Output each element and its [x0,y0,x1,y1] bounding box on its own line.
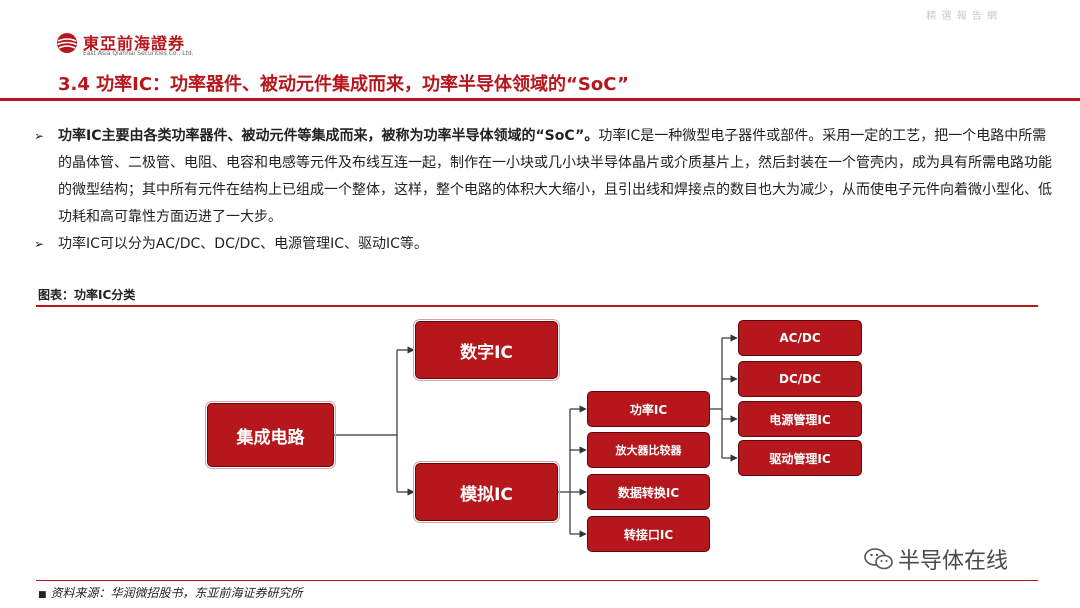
node-dc-dc: DC/DC [738,361,862,397]
node-amplifier-comparator: 放大器比较器 [587,432,710,468]
bullet-arrow-icon: ➢ [34,129,45,143]
bullet-list: ➢ 功率IC主要由各类功率器件、被动元件等集成而来，被称为功率半导体领域的“So… [34,123,1054,258]
watermark-text: 半导体在线 [898,549,1009,574]
bullet-item-1: ➢ 功率IC主要由各类功率器件、被动元件等集成而来，被称为功率半导体领域的“So… [34,123,1054,231]
bullet-arrow-icon: ➢ [34,237,45,251]
source-note: ■资料来源：华润微招股书，东亚前海证券研究所 [38,584,303,601]
company-logo: 東亞前海證券 East Asia Qianhai Securities Co.,… [56,30,256,62]
bullet-1-lead: 功率IC主要由各类功率器件、被动元件等集成而来，被称为功率半导体领域的“SoC”… [58,128,599,144]
source-text: 资料来源：华润微招股书，东亚前海证券研究所 [50,586,303,600]
top-right-watermark: 精 選 報 告 網 [926,11,998,22]
node-analog-ic: 模拟IC [413,461,560,523]
source-divider [36,580,1038,581]
bullet-1-body: 功率IC是一种微型电子器件或部件。采用一定的工艺，把一个电路中所需的晶体管、二极… [58,128,1052,225]
square-bullet-icon: ■ [38,590,47,600]
node-power-ic: 功率IC [587,391,710,427]
title-divider [0,98,1080,101]
node-digital-ic: 数字IC [413,319,560,381]
node-ac-dc: AC/DC [738,320,862,356]
wechat-icon [864,548,893,570]
slide-title: 3.4 功率IC：功率器件、被动元件集成而来，功率半导体领域的“SoC” [58,74,629,95]
node-driver-management-ic: 驱动管理IC [738,440,862,476]
node-integrated-circuit: 集成电路 [205,401,336,469]
logo-globe-icon [57,33,77,53]
logo-name-en: East Asia Qianhai Securities Co., Ltd. [83,50,194,57]
bullet-item-2: ➢ 功率IC可以分为AC/DC、DC/DC、电源管理IC、驱动IC等。 [34,231,1054,258]
figure-divider [36,305,1038,307]
figure-label: 图表：功率IC分类 [38,288,136,302]
node-power-management-ic: 电源管理IC [738,401,862,437]
logo-name-cn: 東亞前海證券 [83,34,186,53]
bullet-2-body: 功率IC可以分为AC/DC、DC/DC、电源管理IC、驱动IC等。 [58,236,428,252]
node-data-converter-ic: 数据转换IC [587,474,710,510]
node-interface-ic: 转接口IC [587,516,710,552]
